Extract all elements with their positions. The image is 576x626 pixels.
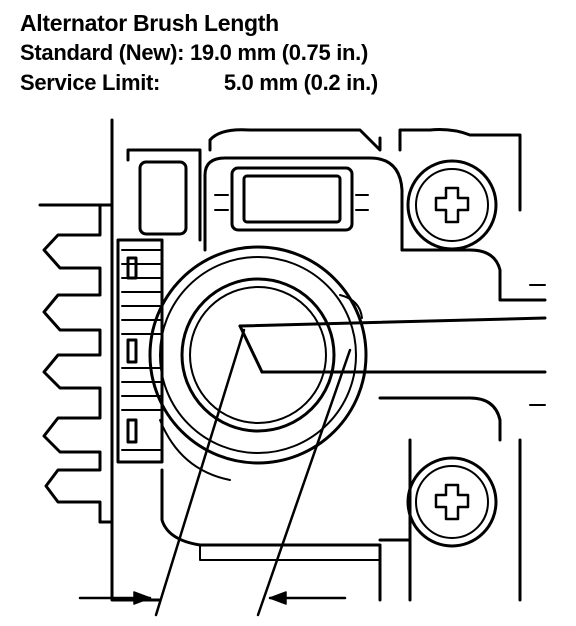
spec-limit-row: Service Limit: 5.0 mm (0.2 in.) (20, 68, 560, 98)
lower-housing (124, 468, 382, 602)
limit-value: 5.0 mm (0.2 in.) (223, 70, 378, 95)
rotor-shaft (238, 316, 547, 374)
right-housing (378, 128, 547, 602)
left-arrow (78, 591, 152, 605)
upper-housing (126, 128, 404, 252)
spec-title: Alternator Brush Length (20, 10, 279, 36)
right-arrow (268, 591, 347, 605)
standard-value: 19.0 mm (0.75 in.) (190, 40, 369, 65)
upper-screw (406, 159, 498, 251)
limit-label: Service Limit: (20, 70, 161, 95)
spec-standard-row: Standard (New): 19.0 mm (0.75 in.) (20, 38, 560, 68)
brush-holder (116, 238, 164, 464)
standard-label: Standard (New): (20, 40, 185, 65)
lower-screw (406, 456, 498, 548)
measurement-leaders (154, 328, 352, 617)
slip-ring (148, 245, 368, 481)
left-housing-fins (38, 118, 128, 602)
spec-block: Alternator Brush Length Standard (New): … (20, 8, 560, 98)
